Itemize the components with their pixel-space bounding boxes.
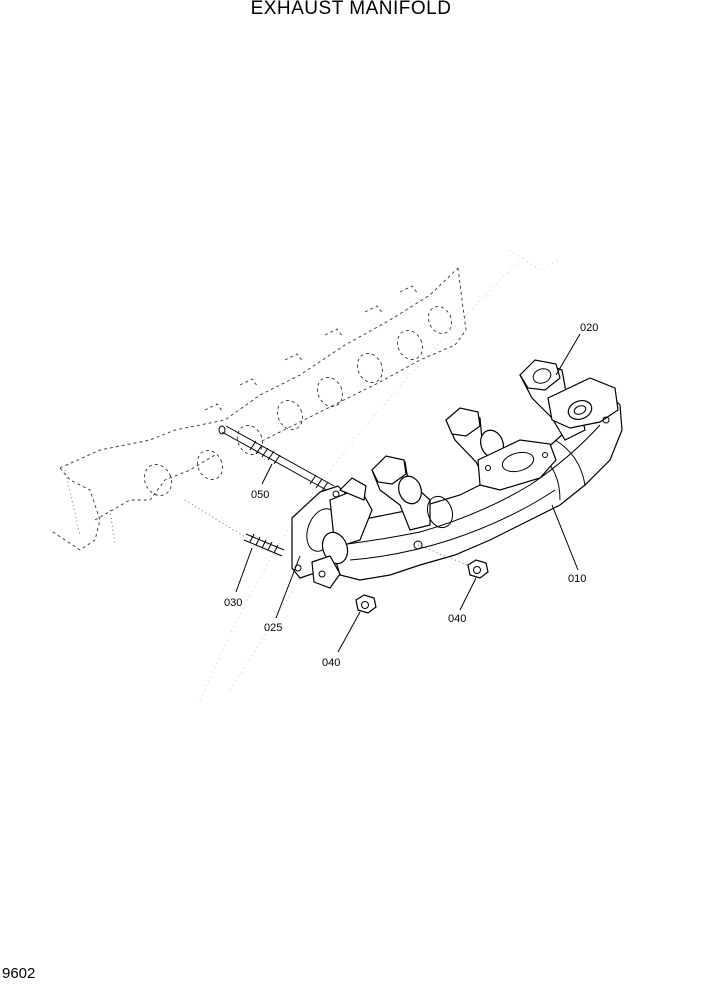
callout-020: 020 — [580, 322, 598, 334]
cylinder-head-outline — [49, 267, 467, 551]
manifold-body — [311, 359, 623, 589]
stud-050 — [218, 425, 335, 493]
nut-040-a — [417, 544, 489, 579]
page-title: EXHAUST MANIFOLD — [250, 0, 452, 19]
callout-030: 030 — [224, 597, 242, 609]
nut-040-b — [355, 594, 377, 614]
page-code: 9602 — [2, 965, 36, 982]
callout-050: 050 — [251, 489, 269, 501]
stud-030 — [184, 499, 285, 557]
leader-lines — [235, 333, 581, 653]
watermark — [199, 249, 561, 701]
callout-040-a: 040 — [448, 613, 466, 625]
callout-040-b: 040 — [322, 657, 340, 669]
callout-025: 025 — [264, 622, 282, 634]
callout-010: 010 — [568, 573, 586, 585]
